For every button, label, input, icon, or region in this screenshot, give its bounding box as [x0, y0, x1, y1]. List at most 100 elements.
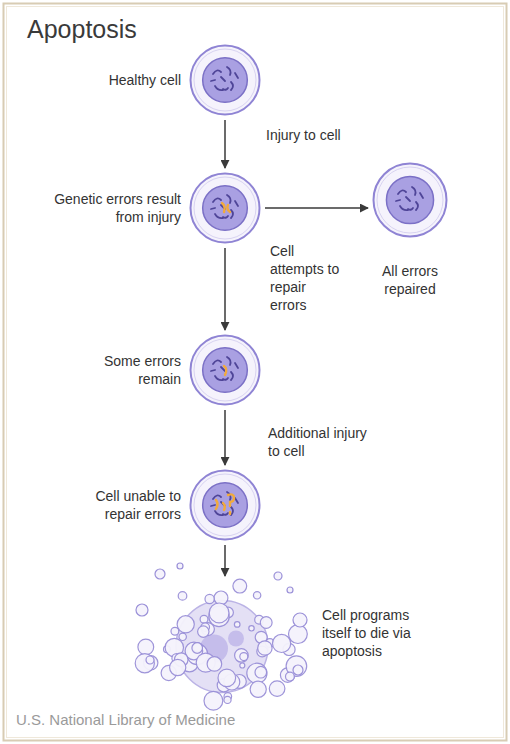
apoptotic-bleb — [286, 672, 295, 681]
apoptotic-cell-outline — [150, 580, 300, 705]
cell-outline — [189, 469, 261, 541]
chromosome — [408, 208, 413, 210]
apoptotic-bleb — [136, 604, 148, 616]
chromosomes — [396, 187, 423, 210]
chromosome — [227, 195, 231, 203]
apoptotic-bleb — [293, 613, 307, 627]
chromosome — [235, 498, 238, 503]
dying-cell-body — [176, 601, 268, 693]
nucleus-fragment — [228, 631, 244, 647]
apoptotic-bleb — [218, 669, 236, 687]
genetic-error — [222, 203, 225, 212]
apoptotic-bleb — [260, 617, 272, 629]
apoptotic-bleb — [204, 691, 223, 710]
chromosome — [215, 376, 223, 380]
apoptotic-cell: Cell programs itself to die via apoptosi… — [150, 580, 300, 705]
chromosome — [223, 378, 228, 380]
chromosome — [416, 202, 418, 210]
cell-nucleus — [386, 176, 433, 223]
apoptotic-bleb — [179, 633, 186, 640]
cell-node: All errors repaired — [372, 162, 448, 238]
cell-label: Healthy cell — [59, 71, 181, 89]
apoptotic-bleb — [178, 592, 187, 601]
cell-nucleus — [203, 483, 248, 528]
cell-label: Genetic errors result from injury — [46, 190, 181, 226]
apoptotic-bleb — [155, 569, 165, 579]
flow-arrow — [224, 410, 226, 465]
frame-inner-line — [7, 7, 504, 738]
cell-node: Some errors remain — [189, 334, 261, 406]
chromosome — [227, 357, 231, 365]
cell-node: Healthy cell — [189, 44, 261, 116]
cell-outline — [189, 172, 261, 244]
apoptotic-bleb — [209, 603, 229, 623]
apoptotic-bleb — [135, 654, 154, 673]
apoptotic-bleb — [249, 626, 254, 631]
apoptotic-bleb — [170, 659, 186, 675]
cell-nucleus — [203, 186, 248, 231]
cell-label: Some errors remain — [81, 352, 181, 388]
chromosomes — [211, 492, 238, 515]
chromosome — [235, 201, 238, 206]
diagram-title: Apoptosis — [27, 14, 327, 44]
cell-inner-ring — [194, 474, 256, 536]
cell-label: Cell unable to repair errors — [71, 487, 181, 523]
genetic-error — [224, 366, 226, 375]
apoptotic-bleb — [250, 681, 266, 697]
chromosome — [223, 88, 228, 90]
cell-outline — [189, 44, 261, 116]
cell-membrane — [191, 336, 260, 405]
apoptotic-bleb — [177, 616, 194, 633]
chromosome — [412, 187, 416, 195]
cell-inner-ring — [377, 167, 443, 233]
cell-membrane — [191, 174, 260, 243]
edge-label: Injury to cell — [266, 126, 346, 144]
cell-membrane — [191, 471, 260, 540]
chromosome — [398, 190, 406, 194]
watermark: U.S. National Library of Medicine — [16, 711, 316, 729]
chromosome — [396, 200, 400, 201]
edge-label: Additional injury to cell — [268, 424, 368, 460]
chromosome — [231, 507, 233, 515]
chromosome — [221, 77, 225, 81]
apoptotic-bleb — [200, 615, 208, 623]
flow-arrow — [265, 207, 368, 209]
apoptotic-bleb — [138, 639, 154, 655]
cell-membrane — [191, 46, 260, 115]
chromosome — [406, 197, 410, 201]
apoptotic-bleb — [192, 643, 203, 654]
cell-node: Cell unable to repair errors — [189, 469, 261, 541]
chromosome — [400, 206, 408, 210]
chromosome — [215, 86, 223, 90]
apoptotic-bleb — [240, 653, 248, 661]
apoptotic-bleb — [224, 696, 231, 703]
chromosome — [227, 67, 231, 75]
chromosome — [215, 214, 223, 218]
genetic-error — [229, 512, 231, 514]
apoptotic-bleb — [198, 626, 209, 637]
frame-border — [4, 4, 507, 741]
chromosome — [213, 70, 221, 74]
chromosome — [211, 208, 215, 209]
chromosome — [420, 193, 423, 198]
chromosome — [211, 370, 215, 371]
cell-node: Genetic errors result from injury — [189, 172, 261, 244]
chromosome — [235, 363, 238, 368]
cell-label: Cell programs itself to die via apoptosi… — [322, 606, 440, 660]
chromosome — [231, 210, 233, 218]
apoptotic-bleb — [253, 592, 260, 599]
genetic-error — [223, 503, 225, 510]
chromosome — [231, 82, 233, 90]
chromosome — [213, 495, 221, 499]
cell-membrane — [374, 164, 447, 237]
apoptotic-bleb — [233, 579, 247, 593]
chromosome — [213, 198, 221, 202]
apoptotic-bleb — [235, 649, 249, 663]
chromosomes — [211, 67, 238, 90]
apoptotic-bleb — [293, 665, 303, 675]
apoptotic-bleb — [273, 634, 291, 652]
flow-arrow — [224, 248, 226, 330]
apoptotic-bleb — [146, 656, 154, 664]
